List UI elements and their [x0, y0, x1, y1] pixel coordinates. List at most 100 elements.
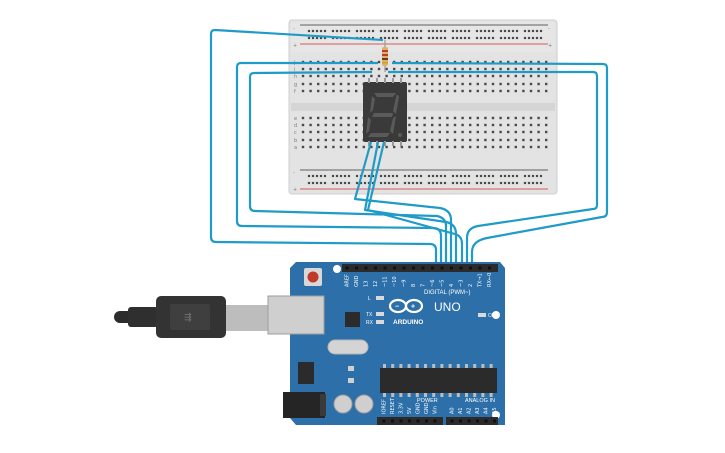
breadboard-hole[interactable] — [408, 116, 411, 120]
rail-hole[interactable] — [347, 181, 351, 185]
digital-header[interactable] — [342, 264, 498, 272]
breadboard-hole[interactable] — [484, 82, 487, 86]
rail-hole[interactable] — [443, 36, 447, 40]
breadboard-hole[interactable] — [438, 67, 441, 71]
breadboard-hole[interactable] — [408, 89, 411, 93]
breadboard-hole[interactable] — [446, 138, 449, 142]
breadboard-hole[interactable] — [529, 138, 533, 142]
rail-hole[interactable] — [379, 181, 383, 185]
rail-hole[interactable] — [475, 29, 479, 33]
breadboard-hole[interactable] — [415, 82, 419, 86]
rail-hole[interactable] — [539, 36, 543, 40]
rail-hole[interactable] — [315, 174, 319, 178]
breadboard-hole[interactable] — [461, 74, 464, 78]
rail-hole[interactable] — [431, 181, 435, 185]
breadboard-hole[interactable] — [469, 123, 472, 127]
rail-hole[interactable] — [415, 174, 419, 178]
breadboard-hole[interactable] — [438, 145, 441, 149]
breadboard-hole[interactable] — [431, 89, 434, 93]
breadboard-hole[interactable] — [507, 89, 510, 93]
breadboard-hole[interactable] — [529, 67, 533, 71]
breadboard-hole[interactable] — [332, 82, 335, 86]
rail-hole[interactable] — [411, 174, 415, 178]
rail-hole[interactable] — [319, 174, 323, 178]
breadboard-hole[interactable] — [469, 116, 472, 120]
breadboard-hole[interactable] — [522, 60, 525, 64]
breadboard-hole[interactable] — [545, 67, 548, 71]
rail-hole[interactable] — [379, 174, 383, 178]
rail-hole[interactable] — [379, 29, 383, 33]
rail-hole[interactable] — [395, 36, 399, 40]
breadboard-hole[interactable] — [400, 145, 403, 149]
breadboard-hole[interactable] — [438, 130, 441, 134]
breadboard-hole[interactable] — [476, 138, 479, 142]
breadboard-hole[interactable] — [415, 60, 419, 64]
rail-hole[interactable] — [535, 36, 539, 40]
breadboard-hole[interactable] — [545, 89, 548, 93]
rail-hole[interactable] — [511, 29, 515, 33]
breadboard-hole[interactable] — [484, 123, 487, 127]
rail-hole[interactable] — [491, 174, 495, 178]
rail-hole[interactable] — [507, 29, 511, 33]
breadboard-hole[interactable] — [377, 145, 381, 149]
rail-hole[interactable] — [467, 181, 471, 185]
digital-pin-hole[interactable] — [478, 266, 482, 270]
breadboard-hole[interactable] — [514, 145, 517, 149]
breadboard-hole[interactable] — [529, 74, 533, 78]
breadboard-hole[interactable] — [339, 123, 343, 127]
rail-hole[interactable] — [527, 174, 531, 178]
breadboard-hole[interactable] — [309, 89, 312, 93]
breadboard-hole[interactable] — [423, 67, 426, 71]
breadboard-hole[interactable] — [301, 116, 305, 120]
breadboard-hole[interactable] — [423, 138, 426, 142]
rail-hole[interactable] — [355, 181, 359, 185]
breadboard-hole[interactable] — [347, 145, 350, 149]
breadboard-hole[interactable] — [499, 89, 502, 93]
breadboard-hole[interactable] — [537, 82, 540, 86]
breadboard-hole[interactable] — [339, 89, 343, 93]
breadboard-hole[interactable] — [301, 82, 305, 86]
breadboard-hole[interactable] — [514, 82, 517, 86]
digital-pin-hole[interactable] — [431, 266, 434, 270]
digital-pin-hole[interactable] — [383, 266, 387, 270]
rail-hole[interactable] — [347, 29, 351, 33]
breadboard-hole[interactable] — [491, 123, 495, 127]
breadboard-hole[interactable] — [453, 130, 457, 134]
breadboard-hole[interactable] — [461, 82, 464, 86]
rail-hole[interactable] — [371, 174, 375, 178]
digital-pin-hole[interactable] — [345, 266, 349, 270]
rail-hole[interactable] — [359, 29, 363, 33]
rail-hole[interactable] — [415, 29, 419, 33]
breadboard-hole[interactable] — [545, 138, 548, 142]
breadboard-hole[interactable] — [476, 89, 479, 93]
breadboard-hole[interactable] — [355, 89, 358, 93]
breadboard-hole[interactable] — [499, 138, 502, 142]
breadboard-hole[interactable] — [446, 60, 449, 64]
rail-hole[interactable] — [435, 29, 439, 33]
breadboard-hole[interactable] — [446, 123, 449, 127]
rail-hole[interactable] — [391, 174, 395, 178]
rail-hole[interactable] — [315, 181, 319, 185]
breadboard-hole[interactable] — [377, 74, 381, 78]
breadboard-hole[interactable] — [529, 89, 533, 93]
rail-hole[interactable] — [451, 174, 455, 178]
rail-hole[interactable] — [463, 36, 467, 40]
rail-hole[interactable] — [387, 174, 391, 178]
power-pin-holes[interactable] — [382, 419, 437, 423]
breadboard-hole[interactable] — [301, 89, 305, 93]
breadboard-hole[interactable] — [453, 82, 457, 86]
rail-hole[interactable] — [487, 181, 491, 185]
breadboard-hole[interactable] — [484, 60, 487, 64]
breadboard-hole[interactable] — [317, 130, 320, 134]
rail-hole[interactable] — [463, 174, 467, 178]
breadboard-hole[interactable] — [324, 123, 327, 127]
breadboard-hole[interactable] — [499, 74, 502, 78]
dc-power-jack[interactable] — [283, 392, 325, 418]
breadboard-hole[interactable] — [461, 123, 464, 127]
breadboard-hole[interactable] — [522, 74, 525, 78]
digital-pin-hole[interactable] — [355, 266, 358, 270]
breadboard-hole[interactable] — [415, 67, 419, 71]
digital-pin-hole[interactable] — [402, 266, 406, 270]
breadboard-hole[interactable] — [347, 130, 350, 134]
